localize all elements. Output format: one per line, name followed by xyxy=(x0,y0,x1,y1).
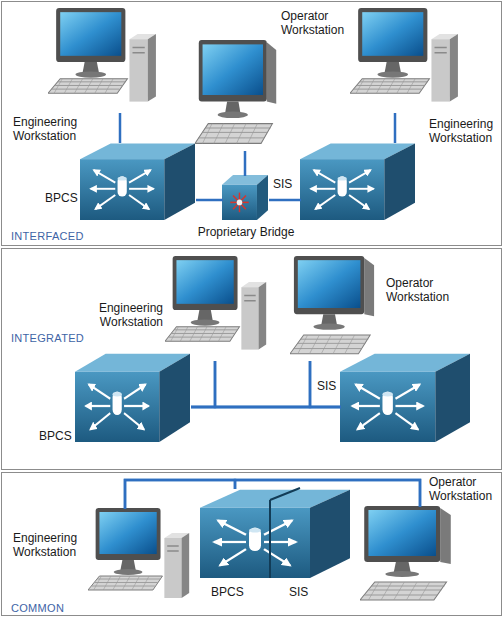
panel-band: COMMONEngineering WorkstationBPCSSISOper… xyxy=(1,472,502,616)
cabinet-icons xyxy=(75,144,470,578)
node-label: SIS xyxy=(317,379,341,393)
controller-cabinet: SIS xyxy=(301,143,416,221)
panel-band: INTERFACEDEngineering WorkstationOperato… xyxy=(1,1,502,246)
network-link xyxy=(215,361,341,407)
network-link xyxy=(191,361,215,407)
cabinet-icon xyxy=(300,144,415,220)
controller-cabinet: BPCS xyxy=(76,353,191,443)
bridge-device: Proprietary Bridge xyxy=(223,176,269,221)
cabinet-icon xyxy=(340,354,470,442)
cabinet-seam xyxy=(270,488,300,578)
computer-icon xyxy=(88,508,189,598)
node-label: BPCS xyxy=(39,429,73,443)
workstation: Engineering Workstation xyxy=(49,9,161,113)
node-label: Engineering Workstation xyxy=(13,531,87,559)
network-link xyxy=(244,151,247,176)
computer-icon xyxy=(195,40,276,143)
computer-icon xyxy=(360,506,451,600)
workstation: Operator Workstation xyxy=(361,507,456,607)
panel-title: INTERFACED xyxy=(11,229,131,243)
workstation: Engineering Workstation xyxy=(351,9,463,113)
network-link xyxy=(196,199,223,202)
node-label: Engineering Workstation xyxy=(83,301,163,329)
computer-icon xyxy=(48,8,156,102)
node-label: SIS xyxy=(273,177,299,191)
workstation-icons xyxy=(48,8,458,600)
computer-icon xyxy=(290,256,374,354)
node-label: Operator Workstation xyxy=(429,475,499,503)
network-link xyxy=(191,361,310,407)
cabinet-icon xyxy=(80,144,195,220)
workstation: Engineering Workstation xyxy=(166,257,271,361)
cabinet-icon xyxy=(200,490,350,578)
network-link xyxy=(125,480,420,509)
controller-cabinet: BPCS xyxy=(201,489,271,579)
node-label: Engineering Workstation xyxy=(13,115,93,143)
workstation: Operator Workstation xyxy=(291,257,379,361)
network-link xyxy=(125,480,235,509)
computer-icon xyxy=(165,256,266,350)
controller-cabinet: SIS xyxy=(271,489,351,579)
controller-cabinet: SIS xyxy=(341,353,471,443)
network-link xyxy=(235,480,420,507)
network-link xyxy=(394,113,397,143)
workstation: Engineering Workstation xyxy=(89,509,194,609)
node-label: Operator Workstation xyxy=(386,276,471,304)
node-label: SIS xyxy=(289,585,319,599)
node-label: Proprietary Bridge xyxy=(186,225,306,239)
computer-icon xyxy=(350,8,458,102)
panel-band: INTEGRATEDEngineering WorkstationOperato… xyxy=(1,248,502,470)
panel-title: COMMON xyxy=(11,601,131,615)
controller-cabinet: BPCS xyxy=(81,143,196,221)
network-link xyxy=(269,199,301,202)
network-link xyxy=(310,361,341,407)
network-link xyxy=(119,113,122,143)
node-label: Operator Workstation xyxy=(281,9,349,37)
cabinet-icon xyxy=(75,354,190,442)
node-label: BPCS xyxy=(211,585,251,599)
node-label: Engineering Workstation xyxy=(429,117,499,145)
node-label: BPCS xyxy=(45,191,79,205)
workstation: Operator Workstation xyxy=(196,41,281,151)
bridge-icon xyxy=(222,175,268,220)
panel-title: INTEGRATED xyxy=(11,331,131,345)
